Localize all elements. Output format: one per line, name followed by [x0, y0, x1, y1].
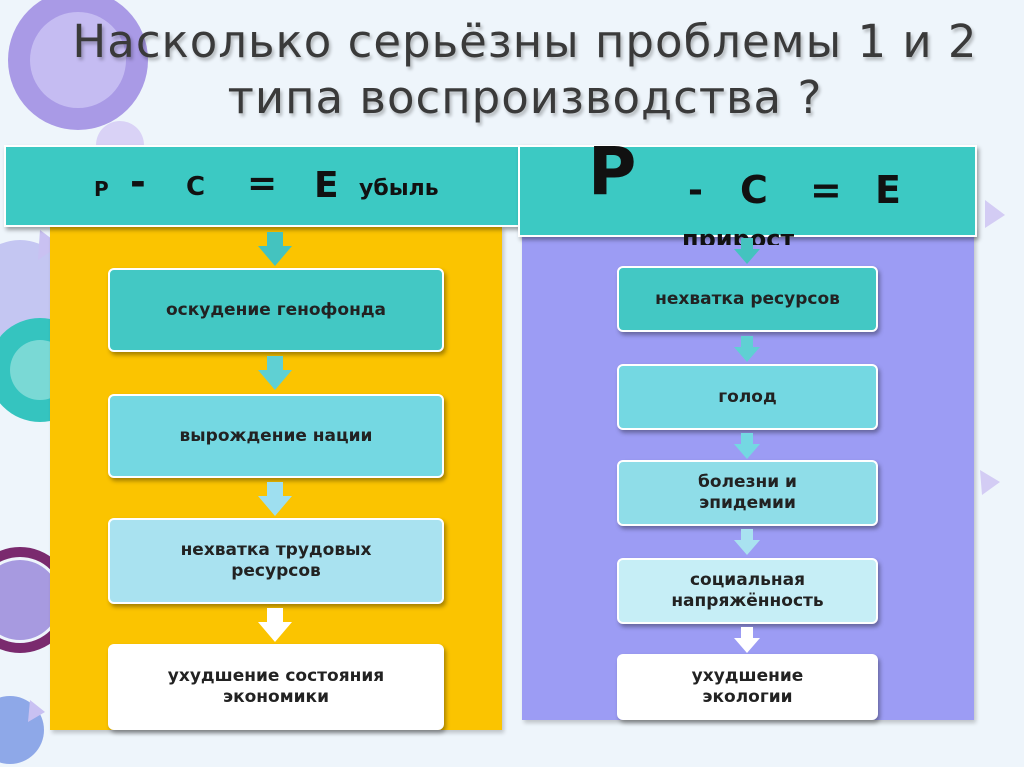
down-arrow-icon: [734, 627, 760, 653]
left-header: Р - С = Е убыль: [4, 145, 551, 227]
right-header-p: Р: [588, 133, 637, 210]
right-header: Р - С = Е: [518, 133, 977, 237]
right-header-c: С: [740, 168, 768, 212]
left-step-box: ухудшение состояния экономики: [108, 644, 444, 730]
left-header-p: Р: [94, 177, 109, 201]
right-header-equals: =: [810, 168, 842, 212]
down-arrow-icon: [734, 433, 760, 459]
down-arrow-icon: [734, 529, 760, 555]
right-step-box: ухудшение экологии: [617, 654, 878, 720]
down-arrow-icon: [734, 238, 760, 264]
right-step-box: болезни и эпидемии: [617, 460, 878, 526]
left-header-minus: -: [130, 160, 146, 204]
left-step-box: вырождение нации: [108, 394, 444, 478]
down-arrow-icon: [258, 356, 292, 390]
down-arrow-icon: [258, 608, 292, 642]
right-header-e: Е: [875, 168, 901, 212]
right-step-box: голод: [617, 364, 878, 430]
right-step-box: социальная напряжённость: [617, 558, 878, 624]
left-header-word: убыль: [359, 176, 439, 201]
left-step-box: оскудение генофонда: [108, 268, 444, 352]
slide-title: Насколько серьёзны проблемы 1 и 2 типа в…: [72, 15, 978, 124]
down-arrow-icon: [258, 232, 292, 266]
down-arrow-icon: [258, 482, 292, 516]
right-header-minus: -: [688, 170, 703, 211]
left-header-e: Е: [314, 165, 339, 206]
left-header-c: С: [186, 172, 206, 202]
left-header-equals: =: [247, 163, 278, 204]
right-header-word: прирост: [682, 225, 795, 245]
down-arrow-icon: [734, 336, 760, 362]
left-step-box: нехватка трудовых ресурсов: [108, 518, 444, 604]
right-step-box: нехватка ресурсов: [617, 266, 878, 332]
